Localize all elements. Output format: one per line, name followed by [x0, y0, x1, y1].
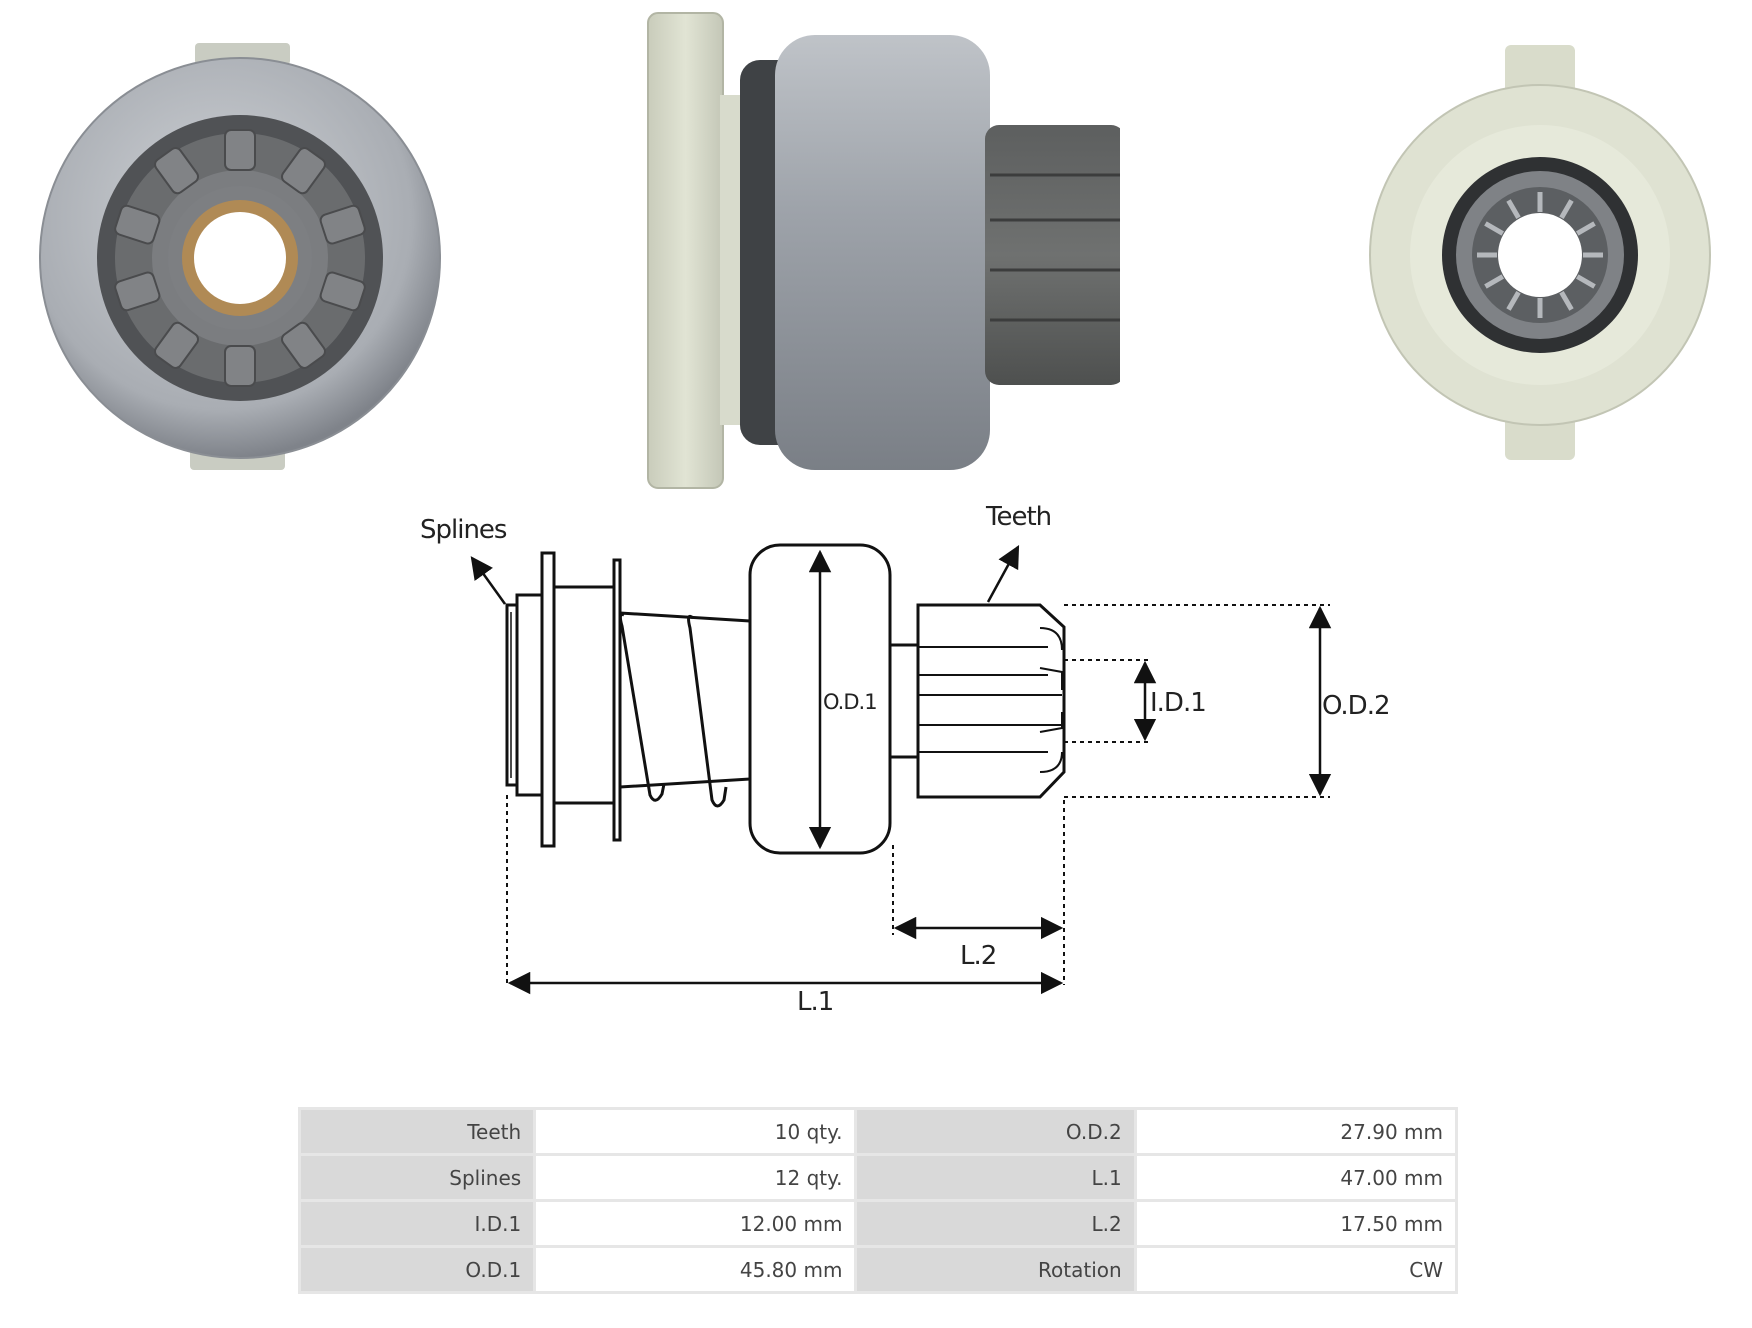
spec-value: 45.80 mm [536, 1248, 855, 1291]
teeth-label: Teeth [985, 502, 1051, 532]
spec-value: 10 qty. [536, 1110, 855, 1153]
splines-leader-arrow [470, 556, 507, 605]
rear-collar [515, 593, 544, 797]
extension-lines [506, 604, 1330, 985]
rear-flange [540, 551, 556, 848]
spec-key: L.2 [857, 1202, 1134, 1245]
teeth-leader-arrow [986, 545, 1020, 603]
front-flange [612, 558, 622, 842]
helix-groove-2 [687, 614, 728, 808]
od2-label: O.D.2 [1322, 691, 1390, 721]
helix-groove-1 [618, 613, 666, 802]
rear-view-photo [1369, 45, 1711, 460]
table-row: Splines 12 qty. L.1 47.00 mm [301, 1156, 1455, 1199]
spec-value: 17.50 mm [1136, 1202, 1455, 1245]
spec-key: Splines [301, 1156, 534, 1199]
id1-label: I.D.1 [1150, 688, 1206, 718]
specifications-table: Teeth 10 qty. O.D.2 27.90 mm Splines 12 … [298, 1107, 1458, 1294]
spec-value: 12.00 mm [536, 1202, 855, 1245]
spec-value: 12 qty. [536, 1156, 855, 1199]
side-view-photo [647, 12, 1120, 489]
table-row: I.D.1 12.00 mm L.2 17.50 mm [301, 1202, 1455, 1245]
spec-key: Teeth [301, 1110, 534, 1153]
table-row: O.D.1 45.80 mm Rotation CW [301, 1248, 1455, 1291]
collar-body [552, 585, 616, 805]
spec-key: I.D.1 [301, 1202, 534, 1245]
spec-value: CW [1136, 1248, 1455, 1291]
spec-value: 27.90 mm [1136, 1110, 1455, 1153]
splines-label: Splines [420, 515, 507, 545]
l2-label: L.2 [960, 941, 996, 971]
front-view-photo [39, 43, 441, 470]
helix-shaft [619, 611, 752, 789]
pinion-neck [888, 643, 920, 759]
spec-key: Rotation [857, 1248, 1134, 1291]
table-row: Teeth 10 qty. O.D.2 27.90 mm [301, 1110, 1455, 1153]
od1-label: O.D.1 [823, 690, 877, 714]
l1-label: L.1 [797, 987, 833, 1017]
pinion-tooth-lines [918, 627, 1063, 773]
spec-value: 47.00 mm [1136, 1156, 1455, 1199]
spec-key: L.1 [857, 1156, 1134, 1199]
needle-bearing [1477, 192, 1603, 318]
spec-key: O.D.1 [301, 1248, 534, 1291]
pinion-outline [916, 603, 1066, 799]
spec-key: O.D.2 [857, 1110, 1134, 1153]
